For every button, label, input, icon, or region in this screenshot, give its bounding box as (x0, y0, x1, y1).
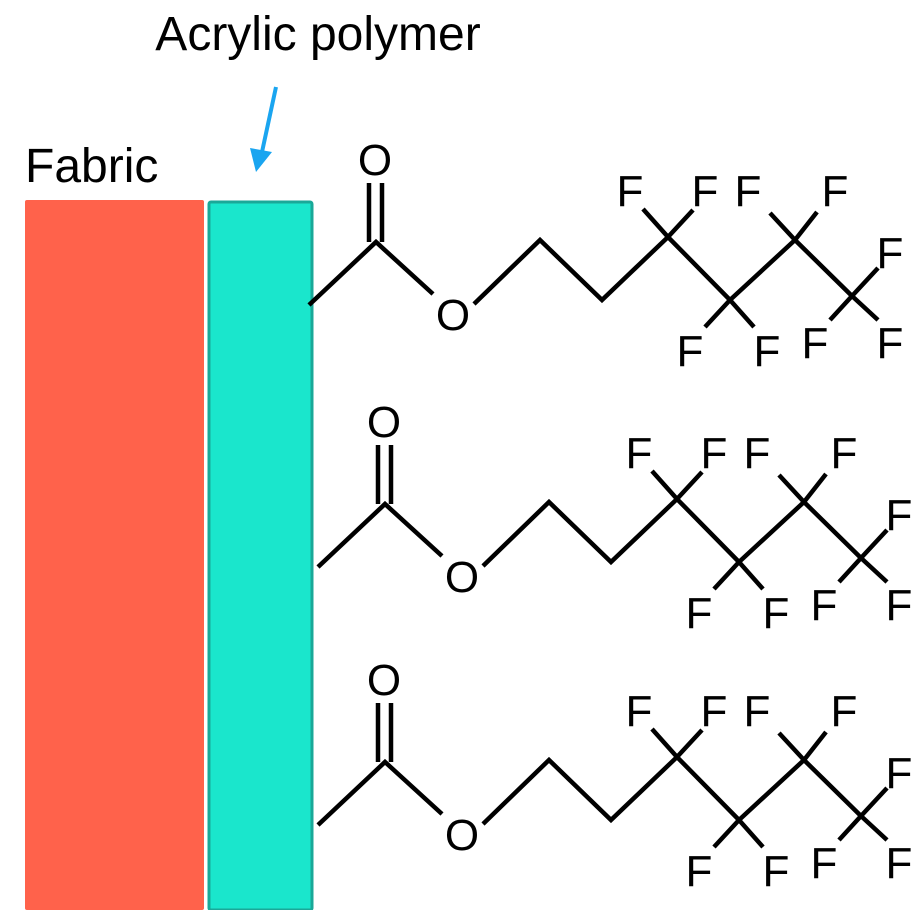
fluorine-atom: F (877, 229, 904, 278)
oxygen-atom-carbonyl: O (367, 398, 401, 447)
carbonyl-double-bond (375, 445, 394, 504)
carbonyl-double-bond (366, 183, 385, 242)
fabric-layer (25, 200, 204, 910)
oxygen-atom-ester: O (445, 811, 479, 860)
fluorine-atom: F (626, 687, 653, 736)
fluorine-atom: F (831, 429, 858, 478)
oxygen-atom-ester: O (445, 553, 479, 602)
fluorine-atom: F (735, 167, 762, 216)
fluorine-atom: F (744, 687, 771, 736)
fluorine-atom: F (822, 167, 849, 216)
fluorine-atom: F (763, 847, 790, 896)
fabric-label: Fabric (25, 140, 158, 193)
fluorine-atom: F (701, 687, 728, 736)
fluorine-atom: F (701, 429, 728, 478)
cf-bonds (641, 207, 880, 329)
fluorine-atom: F (744, 429, 771, 478)
fluorine-atom: F (886, 491, 913, 540)
fluorine-atom: F (754, 327, 781, 376)
fluorine-atom: F (677, 327, 704, 376)
oxygen-atom-carbonyl: O (367, 656, 401, 705)
fluoroalkyl-chain-2: O O F F F F F F F F F (316, 398, 913, 638)
fluorine-atom: F (763, 589, 790, 638)
fluorine-atom: F (811, 581, 838, 630)
fluorine-atom: F (692, 167, 719, 216)
pointer-arrow-icon (250, 86, 278, 172)
cf-bonds (650, 727, 889, 849)
chain-backbone (316, 495, 863, 569)
fluorine-atom: F (802, 319, 829, 368)
chain-backbone (316, 753, 863, 827)
fluoroalkyl-chain-3: O O F F F F F F F F F (316, 656, 913, 896)
acrylic-polymer-label: Acrylic polymer (155, 8, 480, 61)
oxygen-atom-ester: O (436, 291, 470, 340)
oxygen-atom-carbonyl: O (358, 136, 392, 185)
fluorine-atom: F (686, 589, 713, 638)
fluorine-atom: F (886, 581, 913, 630)
cf-bonds (650, 469, 889, 591)
fluorine-atom: F (686, 847, 713, 896)
chain-backbone (307, 233, 854, 307)
fluorine-atom: F (626, 429, 653, 478)
fluoroalkyl-chain-1: O O F F F F F F F F F (307, 136, 904, 376)
fluorine-atom: F (877, 319, 904, 368)
fluorine-atom: F (886, 749, 913, 798)
carbonyl-double-bond (375, 703, 394, 762)
fluorine-atom: F (811, 839, 838, 888)
fluorine-atom: F (831, 687, 858, 736)
acrylic-polymer-layer (207, 200, 314, 910)
fluorine-atom: F (886, 839, 913, 888)
fluorine-atom: F (617, 167, 644, 216)
